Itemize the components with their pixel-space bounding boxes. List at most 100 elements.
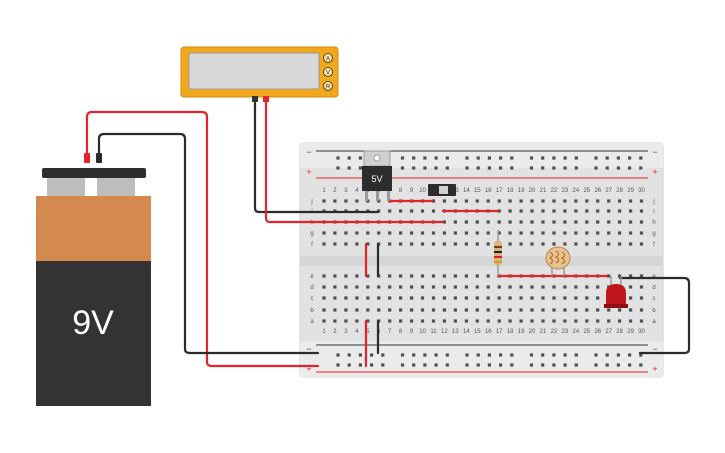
breadboard-hole[interactable]: [399, 308, 403, 312]
breadboard-hole[interactable]: [333, 199, 337, 203]
breadboard-hole[interactable]: [336, 166, 340, 170]
breadboard-hole[interactable]: [618, 220, 622, 224]
breadboard-hole[interactable]: [574, 220, 578, 224]
breadboard-hole[interactable]: [605, 353, 609, 357]
breadboard-hole[interactable]: [594, 363, 598, 367]
breadboard-hole[interactable]: [486, 296, 490, 300]
breadboard-hole[interactable]: [344, 242, 348, 246]
breadboard-hole[interactable]: [412, 353, 416, 357]
breadboard-hole[interactable]: [388, 285, 392, 289]
breadboard-hole[interactable]: [400, 353, 405, 357]
breadboard-hole[interactable]: [541, 296, 545, 300]
breadboard-hole[interactable]: [629, 242, 633, 246]
breadboard-hole[interactable]: [607, 209, 611, 213]
breadboard-hole[interactable]: [465, 166, 469, 170]
breadboard-hole[interactable]: [563, 308, 567, 312]
breadboard-hole[interactable]: [574, 285, 578, 289]
breadboard-hole[interactable]: [552, 209, 556, 213]
breadboard-hole[interactable]: [322, 296, 326, 300]
breadboard-hole[interactable]: [333, 308, 337, 312]
breadboard-hole[interactable]: [541, 242, 545, 246]
breadboard-hole[interactable]: [445, 156, 449, 160]
breadboard-hole[interactable]: [370, 363, 374, 367]
breadboard-hole[interactable]: [410, 231, 414, 235]
breadboard-hole[interactable]: [574, 319, 578, 323]
breadboard-hole[interactable]: [541, 199, 545, 203]
breadboard-hole[interactable]: [596, 242, 600, 246]
breadboard-hole[interactable]: [629, 220, 633, 224]
breadboard-hole[interactable]: [475, 199, 479, 203]
breadboard-hole[interactable]: [508, 296, 512, 300]
breadboard-hole[interactable]: [442, 220, 446, 224]
breadboard-hole[interactable]: [510, 363, 514, 367]
battery-terminal-positive[interactable]: [47, 178, 85, 198]
breadboard-hole[interactable]: [388, 209, 392, 213]
breadboard-hole[interactable]: [639, 156, 643, 160]
breadboard-hole[interactable]: [410, 285, 414, 289]
breadboard-hole[interactable]: [344, 308, 348, 312]
breadboard-hole[interactable]: [596, 199, 600, 203]
photoresistor[interactable]: [545, 246, 571, 276]
breadboard-hole[interactable]: [628, 156, 632, 160]
breadboard-hole[interactable]: [563, 166, 567, 170]
breadboard-hole[interactable]: [464, 231, 468, 235]
breadboard-hole[interactable]: [616, 156, 620, 160]
breadboard-hole[interactable]: [381, 363, 385, 367]
breadboard-hole[interactable]: [486, 231, 490, 235]
breadboard-hole[interactable]: [563, 220, 567, 224]
breadboard-hole[interactable]: [574, 242, 578, 246]
breadboard-hole[interactable]: [388, 296, 392, 300]
breadboard-hole[interactable]: [355, 296, 359, 300]
breadboard-hole[interactable]: [453, 274, 457, 278]
breadboard-hole[interactable]: [333, 285, 337, 289]
breadboard-hole[interactable]: [431, 209, 436, 213]
breadboard-hole[interactable]: [508, 319, 512, 323]
breadboard-hole[interactable]: [431, 274, 436, 278]
breadboard-hole[interactable]: [519, 319, 523, 323]
breadboard-hole[interactable]: [355, 199, 359, 203]
breadboard-hole[interactable]: [530, 296, 534, 300]
breadboard-hole[interactable]: [519, 220, 523, 224]
breadboard-hole[interactable]: [377, 285, 381, 289]
breadboard-hole[interactable]: [519, 209, 523, 213]
breadboard-hole[interactable]: [388, 274, 392, 278]
breadboard-hole[interactable]: [530, 242, 534, 246]
battery-terminal-negative[interactable]: [97, 178, 135, 198]
breadboard-hole[interactable]: [541, 166, 545, 170]
breadboard-hole[interactable]: [541, 319, 545, 323]
breadboard-hole[interactable]: [563, 353, 567, 357]
breadboard-hole[interactable]: [499, 156, 503, 160]
breadboard-hole[interactable]: [400, 156, 405, 160]
breadboard-hole[interactable]: [508, 285, 512, 289]
breadboard-hole[interactable]: [464, 274, 468, 278]
breadboard-hole[interactable]: [596, 209, 600, 213]
breadboard-hole[interactable]: [347, 166, 351, 170]
breadboard-hole[interactable]: [420, 242, 425, 246]
breadboard-hole[interactable]: [585, 220, 589, 224]
breadboard-hole[interactable]: [639, 166, 643, 170]
breadboard-hole[interactable]: [497, 220, 501, 224]
breadboard-hole[interactable]: [431, 319, 436, 323]
breadboard-hole[interactable]: [464, 285, 468, 289]
breadboard-hole[interactable]: [333, 274, 337, 278]
breadboard-hole[interactable]: [355, 308, 359, 312]
wire-led-ground[interactable]: [618, 276, 691, 355]
breadboard-hole[interactable]: [510, 156, 514, 160]
breadboard-hole[interactable]: [629, 296, 633, 300]
breadboard-hole[interactable]: [388, 242, 392, 246]
breadboard-hole[interactable]: [541, 353, 545, 357]
breadboard-hole[interactable]: [563, 209, 567, 213]
breadboard-hole[interactable]: [629, 285, 633, 289]
breadboard-hole[interactable]: [618, 308, 622, 312]
wire-probe-red[interactable]: [264, 100, 445, 224]
breadboard-hole[interactable]: [618, 199, 622, 203]
breadboard-hole[interactable]: [400, 363, 405, 367]
breadboard-hole[interactable]: [431, 231, 436, 235]
resistor[interactable]: [494, 230, 502, 276]
breadboard-hole[interactable]: [616, 166, 620, 170]
breadboard-hole[interactable]: [607, 274, 611, 278]
breadboard-hole[interactable]: [377, 209, 381, 213]
breadboard-hole[interactable]: [639, 231, 644, 235]
breadboard-hole[interactable]: [358, 156, 362, 160]
breadboard-hole[interactable]: [475, 242, 479, 246]
